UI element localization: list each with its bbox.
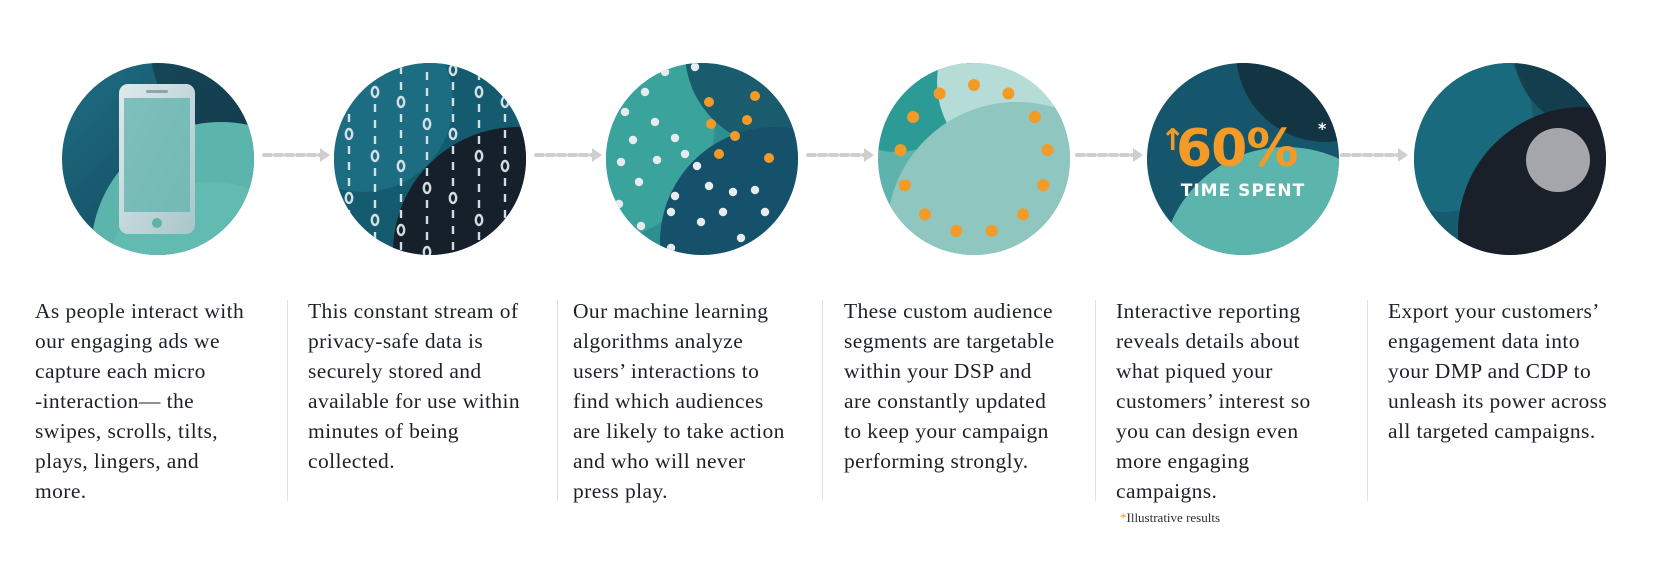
step-6-description: Export your customers’engagement data in… (1388, 299, 1608, 443)
flow-arrow-1 (262, 146, 332, 164)
flow-arrow-3 (806, 146, 876, 164)
column-divider (1367, 300, 1368, 501)
column-divider (822, 300, 823, 501)
stat-arrow: ↑ (1160, 123, 1185, 158)
flow-arrow-5 (1340, 146, 1410, 164)
step-5-reporting-illustration: ↑ 60% * TIME SPENT (1146, 62, 1340, 256)
phone-icon (119, 84, 195, 234)
column-divider (287, 300, 288, 501)
step-2-data-stream-illustration (333, 62, 527, 256)
step-1-phone-illustration (61, 62, 255, 256)
flow-arrow-2 (534, 146, 604, 164)
step-6-export-illustration (1413, 62, 1607, 256)
stat-asterisk: * (1318, 119, 1327, 138)
flow-arrow-4 (1075, 146, 1145, 164)
footnote-text: Illustrative results (1126, 510, 1221, 525)
column-divider (557, 300, 558, 501)
step-4-audience-segment-illustration (877, 62, 1071, 256)
footnote-star: * (1120, 510, 1127, 525)
step-3-machine-learning-illustration (605, 62, 799, 256)
column-divider (1095, 300, 1096, 501)
stat-label: TIME SPENT (1181, 181, 1306, 201)
footnote: *Illustrative results (1120, 510, 1220, 526)
stat-value: 60% (1176, 119, 1297, 179)
